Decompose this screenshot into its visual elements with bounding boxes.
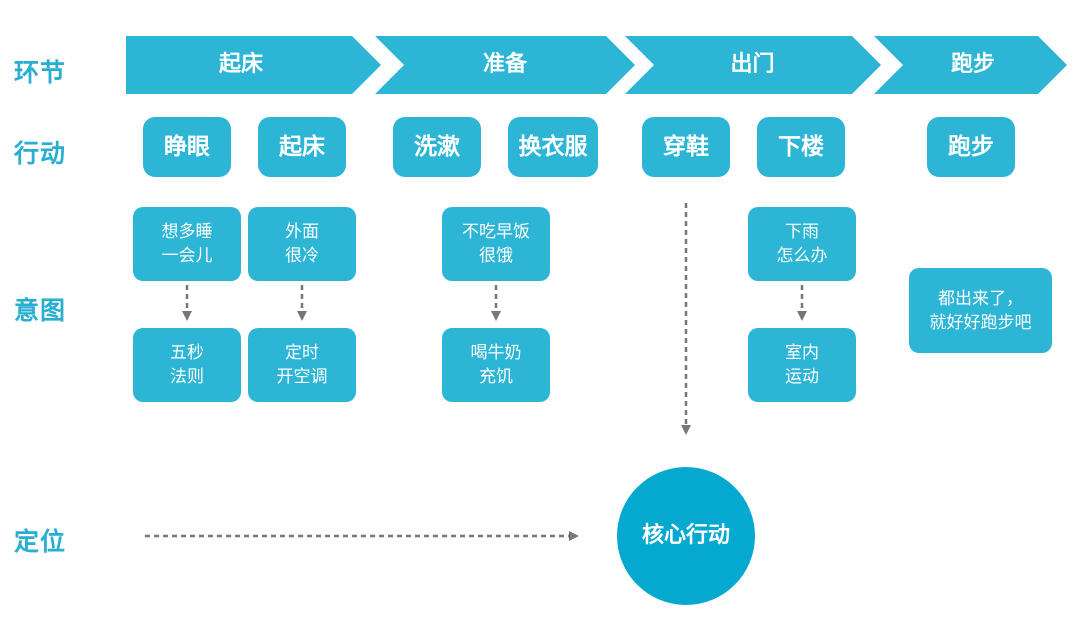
stage-label-go-out: 出门: [730, 52, 775, 77]
stage-chevron-wake: [126, 36, 381, 94]
row-label-position: 定位: [14, 527, 67, 556]
intent-ac-timer: 定时开空调: [248, 328, 356, 402]
stage-chevron-run: [874, 36, 1067, 94]
intent-hungry: 不吃早饭很饿: [442, 207, 550, 281]
action-wash: 洗漱: [393, 117, 481, 177]
row-label-stage: 环节: [14, 58, 67, 87]
action-get-up: 起床: [258, 117, 346, 177]
stage-label-wake: 起床: [218, 52, 263, 77]
row-label-intent: 意图: [14, 296, 67, 325]
intent-cold-outside: 外面很冷: [248, 207, 356, 281]
core-action-circle: 核心行动: [617, 467, 755, 605]
intent-indoor-exercise: 室内运动: [748, 328, 856, 402]
stage-label-run: 跑步: [950, 52, 995, 77]
intent-drink-milk: 喝牛奶充饥: [442, 328, 550, 402]
intent-five-second-rule: 五秒法则: [133, 328, 241, 402]
stage-chevron-go-out: [625, 36, 881, 94]
action-open-eyes: 睁眼: [143, 117, 231, 177]
intent-more-sleep: 想多睡一会儿: [133, 207, 241, 281]
intent-rain: 下雨怎么办: [748, 207, 856, 281]
intent-go-run: 都出来了，就好好跑步吧: [909, 268, 1052, 353]
action-put-on-shoes: 穿鞋: [642, 117, 730, 177]
action-run: 跑步: [927, 117, 1015, 177]
stage-chevron-prepare: [375, 36, 635, 94]
stage-chevrons: [126, 36, 1067, 94]
action-change-clothes: 换衣服: [508, 117, 598, 177]
row-label-action: 行动: [14, 139, 67, 168]
action-go-downstairs: 下楼: [757, 117, 845, 177]
stage-label-prepare: 准备: [482, 52, 527, 77]
